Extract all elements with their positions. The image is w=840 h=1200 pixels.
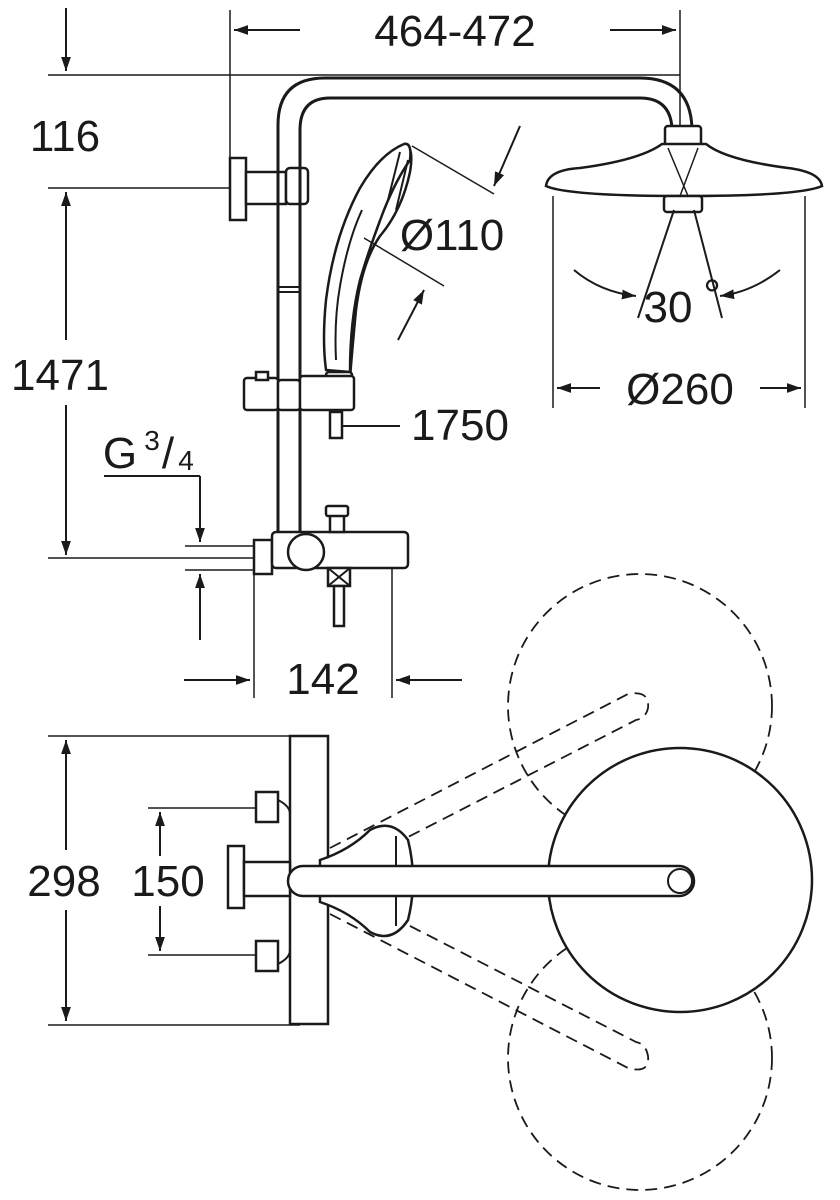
plan-view: 298 150 <box>27 573 814 1191</box>
swivel-angle: 30 ° <box>573 209 781 332</box>
dimension-handshower-diameter: Ø110 <box>363 125 521 341</box>
dimension-top-offset: 116 <box>30 8 680 189</box>
thread-letter: G <box>103 429 137 478</box>
hand-shower <box>322 142 413 386</box>
riser-pipe <box>276 76 694 540</box>
dimension-inlet-spacing: 150 <box>131 807 256 956</box>
dimension-plan-depth: 298 <box>27 735 300 1026</box>
thread-numerator: 3 <box>144 425 160 456</box>
swivel-angle-unit: ° <box>703 271 721 320</box>
plan-depth-label: 298 <box>27 857 100 906</box>
headshower-diameter-label: Ø260 <box>626 365 734 414</box>
width-range-label: 464-472 <box>374 7 535 56</box>
thermostat-body <box>252 504 410 628</box>
thread-label: G 3 / 4 <box>103 425 255 640</box>
top-offset-label: 116 <box>30 112 100 161</box>
handshower-diameter-label: Ø110 <box>400 211 504 260</box>
wall-bracket <box>228 156 310 222</box>
elevation-view: 464-472 116 1471 <box>11 7 824 704</box>
dimension-width: 464-472 <box>229 7 681 190</box>
dimension-body-width: 142 <box>184 568 462 704</box>
slider-holder: 1750 <box>242 370 509 450</box>
thread-denominator: 4 <box>178 445 194 476</box>
body-width-label: 142 <box>286 655 359 704</box>
dimension-headshower-diameter: Ø260 <box>552 196 806 414</box>
dimension-height: 1471 <box>11 192 255 559</box>
head-shower <box>544 124 824 214</box>
swing-positions <box>329 573 773 1191</box>
rail-height-label: 1750 <box>411 401 509 450</box>
inlet-spacing-label: 150 <box>131 857 204 906</box>
swivel-angle-value: 30 <box>644 283 693 332</box>
height-label: 1471 <box>11 351 109 400</box>
thread-slash: / <box>162 429 175 478</box>
head-shower-plan <box>286 746 814 1014</box>
